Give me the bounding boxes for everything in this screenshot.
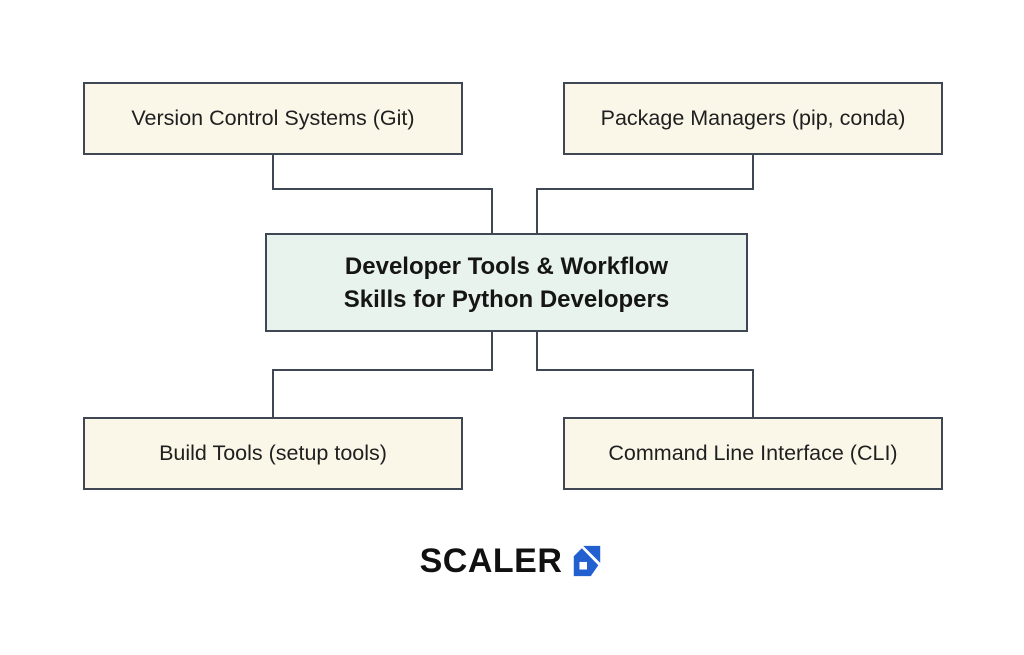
center-topic-line-1: Developer Tools & Workflow	[344, 252, 669, 280]
node-label: Version Control Systems (Git)	[131, 106, 415, 131]
node-build-tools: Build Tools (setup tools)	[83, 417, 463, 490]
node-command-line-interface: Command Line Interface (CLI)	[563, 417, 943, 490]
node-label: Command Line Interface (CLI)	[608, 441, 898, 466]
connector-center-to-bottomleft	[272, 332, 493, 417]
node-package-managers: Package Managers (pip, conda)	[563, 82, 943, 155]
node-version-control-systems: Version Control Systems (Git)	[83, 82, 463, 155]
center-topic-line-2: Skills for Python Developers	[343, 285, 670, 313]
brand-footer: SCALER	[0, 536, 1024, 586]
node-label: Build Tools (setup tools)	[159, 441, 387, 466]
connector-topright-to-center	[536, 155, 754, 233]
node-label: Package Managers (pip, conda)	[600, 106, 906, 131]
connector-center-to-bottomright	[536, 332, 754, 417]
scaler-cube-icon	[574, 545, 601, 577]
connector-topleft-to-center	[272, 155, 493, 233]
node-center-topic: Developer Tools & Workflow Skills for Py…	[265, 233, 748, 332]
scaler-logo-text: SCALER	[419, 541, 563, 580]
